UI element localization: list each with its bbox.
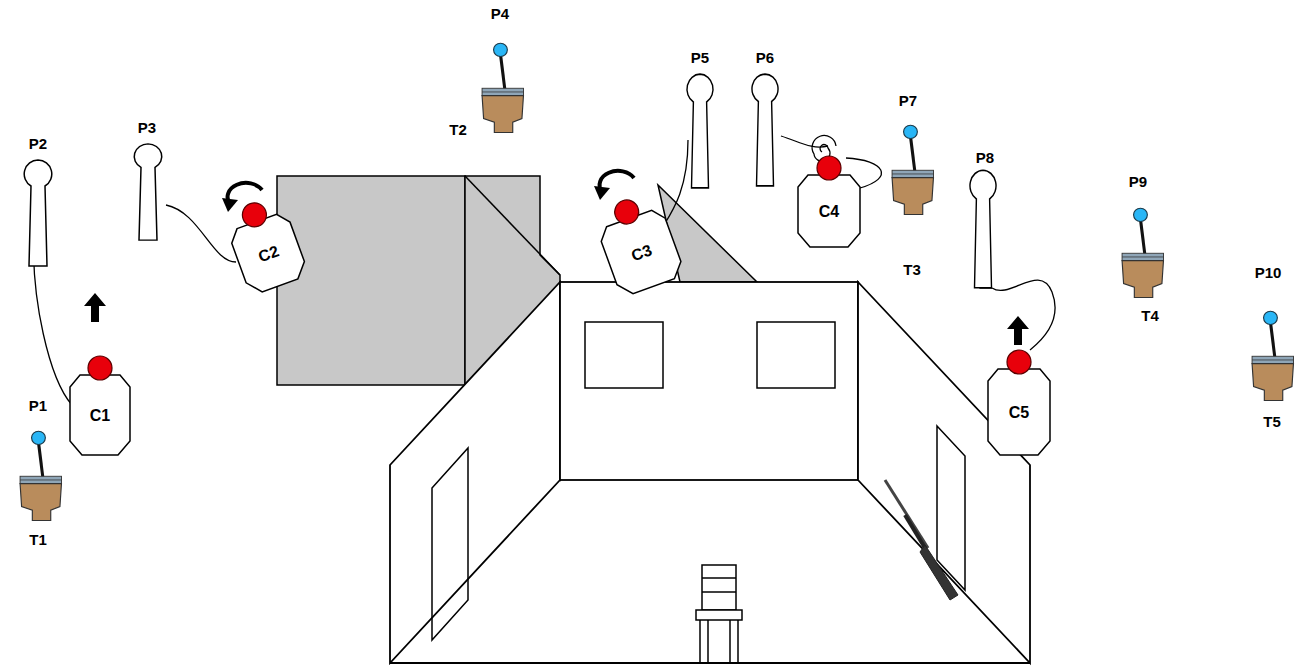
target-body xyxy=(70,375,130,455)
cardboard-target: C5 xyxy=(988,349,1050,455)
target-body xyxy=(988,369,1050,455)
pepper-popper xyxy=(752,74,778,186)
building xyxy=(390,282,1030,663)
shotgun xyxy=(885,480,958,600)
chair xyxy=(696,565,742,664)
rotation-arrow xyxy=(222,198,238,212)
shotgun xyxy=(885,480,928,548)
steel-plate-target xyxy=(1252,311,1293,400)
target-head xyxy=(239,199,270,230)
building xyxy=(390,282,560,663)
target-number: C3 xyxy=(629,242,654,266)
movement-arrow xyxy=(1007,316,1029,345)
rotation-arrow xyxy=(222,171,634,212)
steel-plate-target xyxy=(1122,208,1163,297)
rotation-arrow xyxy=(594,186,610,200)
cardboard-target: C1 xyxy=(70,355,130,455)
building xyxy=(585,322,663,388)
target-number: C2 xyxy=(256,243,281,267)
target-body xyxy=(798,175,860,247)
target-outline xyxy=(988,349,1050,455)
target-head xyxy=(611,197,642,228)
barricade-wall xyxy=(277,176,465,385)
steel-plate-target xyxy=(892,125,933,214)
target-body xyxy=(228,211,310,296)
chair xyxy=(729,620,731,664)
target-callout: P4 xyxy=(491,6,509,23)
chair xyxy=(702,591,736,593)
chair xyxy=(702,577,736,579)
chair xyxy=(707,620,709,664)
cardboard-target: C4 xyxy=(798,155,860,247)
target-number: C1 xyxy=(90,407,110,425)
steel-plate-target xyxy=(20,43,1293,520)
shotgun xyxy=(920,545,958,600)
chair xyxy=(702,565,736,610)
building xyxy=(858,282,1030,663)
chair xyxy=(737,620,739,664)
target-callout: P3 xyxy=(138,120,156,137)
activation-cable xyxy=(662,140,688,228)
target-callout: P7 xyxy=(899,93,917,110)
chair xyxy=(699,620,701,664)
target-callout: P2 xyxy=(29,136,47,153)
target-head xyxy=(88,356,112,380)
chair xyxy=(696,610,742,620)
target-callout: T4 xyxy=(1141,308,1159,325)
building xyxy=(390,662,1030,664)
target-label-holder: C1 xyxy=(70,377,130,455)
building xyxy=(560,282,858,480)
activation-cable xyxy=(166,205,236,262)
target-outline xyxy=(70,355,130,455)
steel-plate-target xyxy=(20,431,61,520)
pepper-popper xyxy=(970,170,996,288)
target-callout: P9 xyxy=(1129,174,1147,191)
target-body xyxy=(597,207,686,298)
target-number: C4 xyxy=(819,203,839,221)
target-label-holder: C4 xyxy=(798,177,860,247)
target-callout: P5 xyxy=(691,50,709,67)
target-callout: T3 xyxy=(903,262,921,279)
pepper-popper xyxy=(687,74,713,188)
target-callout: T1 xyxy=(29,532,47,549)
building xyxy=(432,448,468,640)
target-head xyxy=(1007,350,1031,374)
target-label-holder: C5 xyxy=(988,371,1050,455)
target-callout: P1 xyxy=(29,398,47,415)
building xyxy=(757,322,835,388)
building xyxy=(937,426,965,590)
target-outline xyxy=(798,155,860,247)
shotgun xyxy=(905,515,925,548)
target-number: C5 xyxy=(1009,404,1029,422)
movement-arrow xyxy=(84,293,106,322)
activation-cable xyxy=(992,280,1055,350)
steel-plate-target xyxy=(482,43,523,132)
pepper-popper xyxy=(134,144,162,240)
movement-arrow xyxy=(84,293,1029,345)
target-callout: P6 xyxy=(756,50,774,67)
pepper-popper xyxy=(24,160,52,266)
target-callout: P8 xyxy=(976,150,994,167)
target-callout: P10 xyxy=(1255,265,1282,282)
barricade-wall xyxy=(465,176,560,275)
target-callout: T2 xyxy=(449,122,467,139)
target-callout: T5 xyxy=(1263,414,1281,431)
target-head xyxy=(817,156,841,180)
